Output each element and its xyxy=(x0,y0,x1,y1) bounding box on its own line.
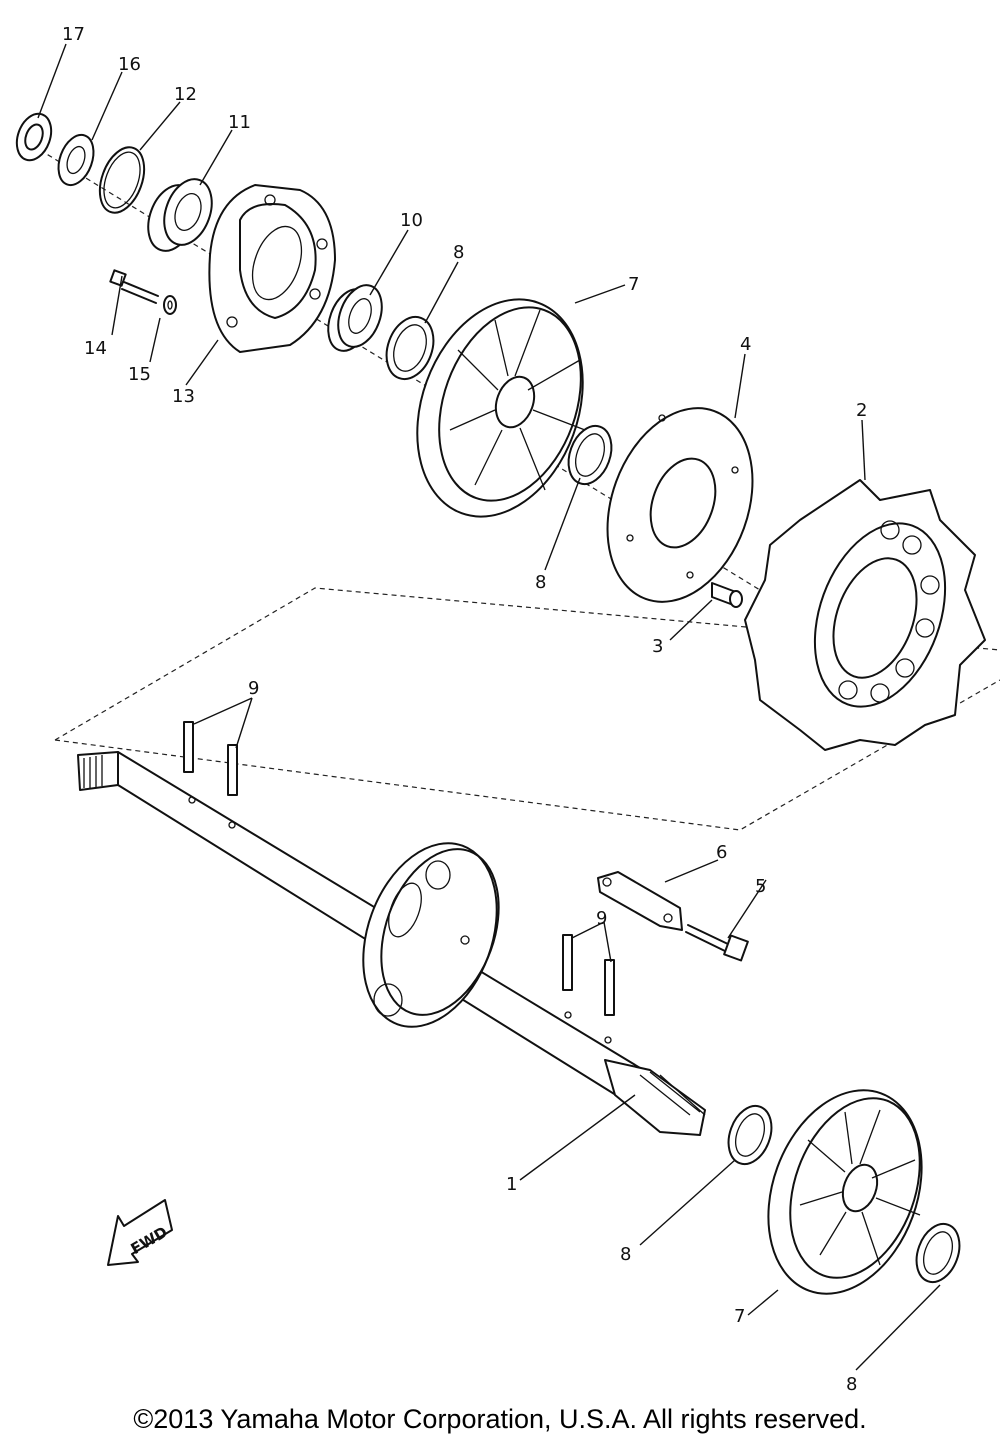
collar-8-bottom[interactable] xyxy=(909,1218,967,1288)
idler-wheel-7-lower[interactable] xyxy=(741,1069,948,1316)
label-part-9-upper: 9 xyxy=(248,678,259,699)
label-part-8-bottom: 8 xyxy=(846,1374,857,1395)
label-part-2: 2 xyxy=(856,400,867,421)
label-part-7-upper: 7 xyxy=(628,274,639,295)
circlip-12[interactable] xyxy=(92,141,153,219)
bolt-5[interactable] xyxy=(685,924,749,962)
label-part-1: 1 xyxy=(506,1174,517,1195)
oil-seal-10[interactable] xyxy=(320,279,389,357)
label-part-15: 15 xyxy=(128,364,151,385)
pins-9-lower[interactable] xyxy=(562,934,615,1016)
collar-8-lower[interactable] xyxy=(721,1100,779,1170)
label-part-11: 11 xyxy=(228,112,251,133)
label-part-8-upper: 8 xyxy=(453,242,464,263)
label-part-8-middle: 8 xyxy=(535,572,546,593)
label-part-6: 6 xyxy=(716,842,727,863)
retainer-plate-6[interactable] xyxy=(597,871,683,931)
bearing-housing-13[interactable] xyxy=(208,184,336,353)
part-number-labels: 17 16 12 11 10 8 7 4 2 14 15 13 8 3 9 6 … xyxy=(62,24,867,1395)
label-part-10: 10 xyxy=(400,210,423,231)
plate-4[interactable] xyxy=(582,388,778,622)
pins-9-upper[interactable] xyxy=(183,721,238,796)
idler-wheel-7-upper[interactable] xyxy=(388,276,611,540)
collar-8-upper[interactable] xyxy=(378,310,441,385)
nut-17[interactable] xyxy=(11,109,57,165)
washer-15[interactable] xyxy=(163,295,177,315)
label-part-3: 3 xyxy=(652,636,663,657)
spacer-3[interactable] xyxy=(711,582,743,608)
collar-8-middle[interactable] xyxy=(561,420,619,490)
label-part-16: 16 xyxy=(118,54,141,75)
copyright-notice: ©2013 Yamaha Motor Corporation, U.S.A. A… xyxy=(133,1404,867,1434)
label-part-7-lower: 7 xyxy=(734,1306,745,1327)
sprocket-2[interactable] xyxy=(744,479,986,751)
label-part-8-lower: 8 xyxy=(620,1244,631,1265)
label-part-9-lower: 9 xyxy=(596,908,607,929)
label-part-5: 5 xyxy=(755,876,766,897)
leader-lines xyxy=(37,43,941,1371)
label-part-13: 13 xyxy=(172,386,195,407)
label-part-14: 14 xyxy=(84,338,107,359)
fwd-arrow-icon: FWD xyxy=(107,1199,173,1266)
label-part-12: 12 xyxy=(174,84,197,105)
label-part-4: 4 xyxy=(740,334,751,355)
label-part-17: 17 xyxy=(62,24,85,45)
shaft-hub-flange[interactable] xyxy=(339,825,521,1046)
bearing-11[interactable] xyxy=(140,173,221,258)
bolt-14[interactable] xyxy=(109,269,159,304)
washer-16[interactable] xyxy=(52,130,100,190)
